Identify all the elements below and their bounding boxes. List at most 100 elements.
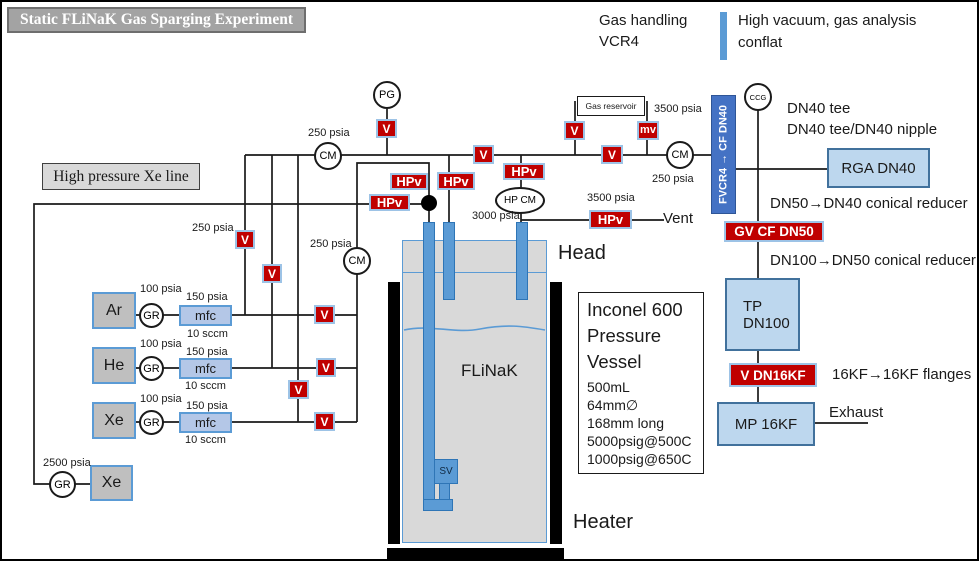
v-label: V [320,414,329,429]
line-pressure-cm3: 250 psia [652,173,694,185]
gr-label: GR [143,362,160,375]
xe-flow: 10 sccm [185,434,226,446]
valve-dn16kf: V DN16KF [729,363,817,387]
sv-label: SV [439,466,453,477]
mv-label: mv [640,124,656,136]
valve-manifold-482: V [473,145,494,164]
v-label: V [294,382,303,397]
pg-label: PG [379,89,395,101]
valve-he-line: V [316,358,336,377]
spec-line: Pressure [587,325,662,346]
spec-line: Inconel 600 [587,299,683,320]
dn40-nipple-label: DN40 tee/DN40 nipple [787,121,938,138]
reservoir-pressure: 3500 psia [654,103,702,115]
mixing-junction-dot [421,195,437,211]
legend-conflat-bar [720,12,727,60]
legend-vac-line2: conflat [738,34,783,51]
reducer-100-50-label: DN100→DN50 conical reducer [770,252,976,269]
ar-label: Ar [106,301,122,319]
mfc-label: mfc [195,361,216,376]
tp-label-1: TP [743,297,763,315]
xe-cylinder: Xe [92,402,136,439]
capacitance-manometer-1: CM [314,142,342,170]
exhaust-label: Exhaust [829,404,884,421]
cm-label: CM [319,150,337,162]
legend-gas-line1: Gas handling [599,12,688,29]
hpv-label: HPv [511,164,537,179]
v-label: V [267,266,276,281]
hpcm-pressure: 3000 psia [472,210,520,222]
sparge-valve: SV [434,459,458,484]
xe-mfc-pressure: 150 psia [186,400,228,412]
valve-hpv-vent: HPv [589,210,632,229]
he-label: He [103,356,125,374]
v-label: V [479,147,488,162]
valve-xe-line: V [314,412,335,431]
he-cylinder: He [92,347,136,384]
hpv-label: HPv [443,173,469,189]
mfc-label: mfc [195,308,216,323]
v-label: V [321,360,330,375]
flinak-label: FLiNaK [461,361,518,380]
vessel-spec-box: Inconel 600 Pressure Vessel 500mL 64mm∅ … [578,292,704,474]
flanges-label: 16KF→16KF flanges [832,366,972,383]
hpv-label: HPv [396,174,422,189]
diagram-title: Static FLiNaK Gas Sparging Experiment [20,11,293,28]
sparge-foot [423,499,453,511]
turbo-pump: TP DN100 [725,278,800,351]
mfc-ar: mfc [179,305,232,326]
mechanical-pump: MP 16KF [717,402,815,446]
xe-label: Xe [104,411,124,429]
rga-unit: RGA DN40 [827,148,930,188]
xe-hp-label: Xe [101,474,122,491]
mfc-label: mfc [195,415,216,430]
ar-mfc-pressure: 150 psia [186,291,228,303]
ar-reg-pressure: 100 psia [140,283,182,295]
regulator-he: GR [139,356,164,381]
spec-line: 1000psig@650C [587,451,692,467]
purge-pressure: 250 psia [192,222,234,234]
valve-hpv-hpcm: HPv [503,163,545,180]
regulator-xe-hp: GR [49,471,76,498]
heater-bar-right [550,282,562,544]
heater-bar-bottom [387,548,564,559]
gr-label: GR [143,416,160,429]
legend-gas-line2: VCR4 [599,33,640,50]
manifold-pressure-cm1: 250 psia [308,127,350,139]
sv-stub [439,483,450,500]
v-label: V [320,307,329,322]
mfc-he: mfc [179,358,232,379]
fvcr4-adapter: FVCR4 → CF DN40 [711,95,736,214]
hp-capacitance-manometer: HP CM [495,187,545,214]
vent-label: Vent [663,210,694,227]
legend-vac-line1: High vacuum, gas analysis [738,12,917,29]
vent-pressure: 3500 psia [587,192,635,204]
heater-bar-left [388,282,400,544]
xe-hp-pressure: 2500 psia [43,457,91,469]
xe-reg-pressure: 100 psia [140,393,182,405]
v-label: V [607,147,616,162]
valve-hpv-tube2: HPv [437,172,475,190]
rga-label: RGA DN40 [841,159,916,177]
hp-xe-line [33,203,429,485]
hpv-label: HPv [597,212,624,227]
gas-reservoir: Gas reservoir [577,96,645,116]
spec-line: 5000psig@500C [587,433,692,449]
valve-purge-xe: V [288,380,309,399]
cm-label: CM [671,149,689,161]
dn40-tee-label: DN40 tee [787,100,851,117]
gr-label: GR [54,478,71,491]
v-label: V [570,123,579,138]
valve-metering: mv [637,121,659,140]
hp-xe-label-box: High pressure Xe line [42,163,200,190]
gv-label: GV CF DN50 [734,224,814,239]
he-reg-pressure: 100 psia [140,338,182,350]
valve-purge-ar: V [235,230,255,249]
valve-hpv-xe-hp: HPv [369,194,410,211]
dip-tube-3 [516,222,528,300]
hp-xe-label: High pressure Xe line [53,167,189,185]
he-flow: 10 sccm [185,380,226,392]
hp-cm-label: HP CM [503,195,537,206]
tp-label-2: DN100 [743,314,790,332]
